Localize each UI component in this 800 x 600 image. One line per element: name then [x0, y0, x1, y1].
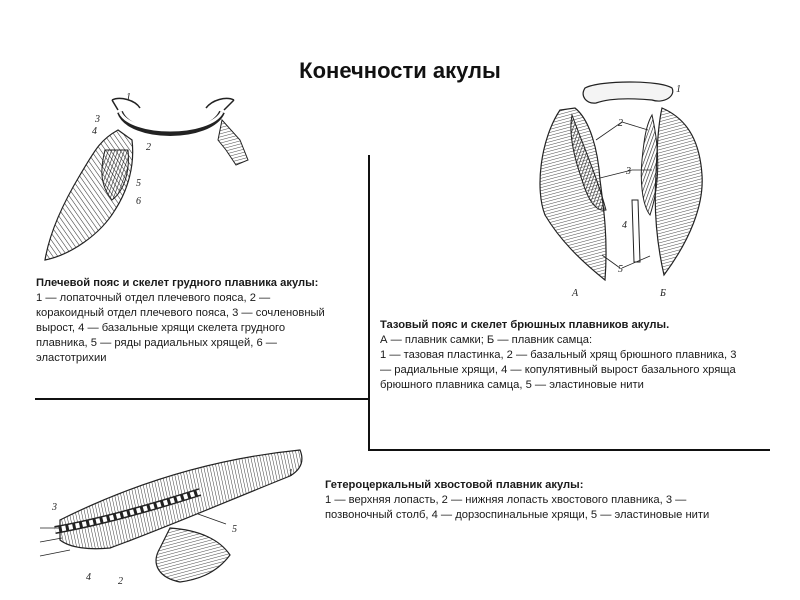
- label-caudal-5: 5: [232, 524, 237, 535]
- label-caudal-2: 2: [118, 576, 123, 587]
- shoulder-caption-heading: Плечевой пояс и скелет грудного плавника…: [36, 276, 336, 291]
- pelvic-caption-heading: Тазовый пояс и скелет брюшных плавников …: [380, 318, 740, 333]
- shoulder-caption-text: 1 — лопаточный отдел плечевого пояса, 2 …: [36, 291, 336, 366]
- label-caudal-1: 1: [288, 468, 293, 479]
- pelvic-caption-text: А — плавник самки; Б — плавник самца: 1 …: [380, 333, 740, 393]
- caudal-caption-heading: Гетероцеркальный хвостовой плавник акулы…: [325, 478, 745, 493]
- label-caudal-4: 4: [86, 572, 91, 583]
- label-caudal-3: 3: [51, 502, 57, 513]
- shoulder-caption: Плечевой пояс и скелет грудного плавника…: [36, 276, 336, 366]
- caudal-caption: Гетероцеркальный хвостовой плавник акулы…: [325, 478, 745, 523]
- pelvic-caption: Тазовый пояс и скелет брюшных плавников …: [380, 318, 740, 393]
- caudal-caption-text: 1 — верхняя лопасть, 2 — нижняя лопасть …: [325, 493, 745, 523]
